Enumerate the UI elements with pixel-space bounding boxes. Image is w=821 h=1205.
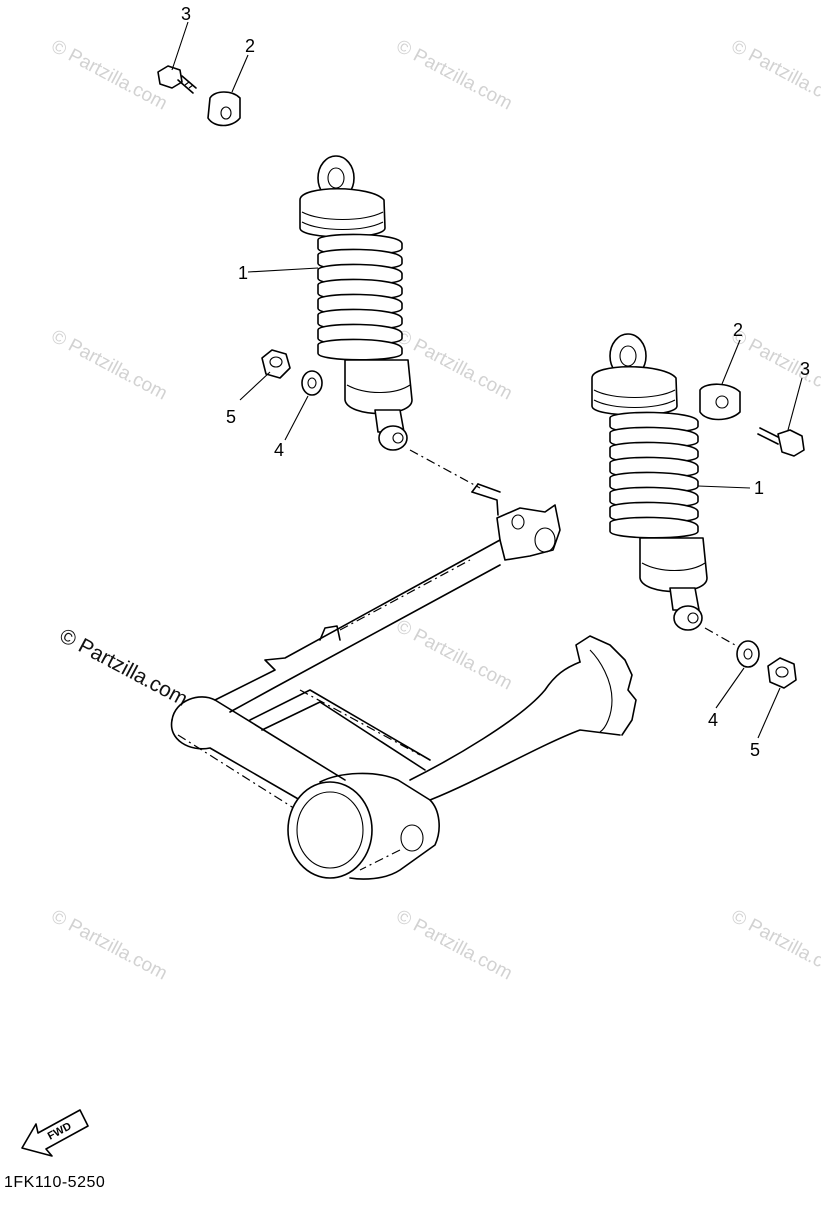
collar-icon — [699, 383, 741, 421]
watermark: © Partzilla.com — [728, 906, 821, 985]
watermark-prominent: © Partzilla.com — [56, 624, 192, 711]
assembly-line — [409, 449, 481, 489]
callout-shock-absorber: 1 — [754, 478, 764, 498]
watermark: © Partzilla.com — [393, 616, 516, 695]
spring-coil — [317, 338, 403, 361]
watermark: © Partzilla.com — [48, 326, 171, 405]
callout-collar: 2 — [733, 320, 743, 340]
callout-collar: 2 — [245, 36, 255, 56]
right-shock-absorber — [591, 333, 708, 631]
left-shock-absorber — [299, 155, 413, 451]
callout-washer: 4 — [274, 440, 284, 460]
fwd-arrow-icon: FWD — [21, 1109, 89, 1157]
callout-washer: 4 — [708, 710, 718, 730]
callout-nut: 5 — [750, 740, 760, 760]
leader-lines — [171, 21, 803, 739]
callout-bolt: 3 — [181, 4, 191, 24]
callout-shock-absorber: 1 — [238, 263, 248, 283]
washer-icon — [301, 370, 323, 396]
watermark: © Partzilla.com — [728, 36, 821, 115]
callout-bolt: 3 — [800, 359, 810, 379]
nut-icon — [261, 349, 291, 379]
watermark-layer: © Partzilla.com © Partzilla.com © Partzi… — [48, 36, 821, 985]
diagram-code: 1FK110-5250 — [4, 1174, 106, 1191]
callout-nut: 5 — [226, 407, 236, 427]
bolt-icon — [157, 65, 197, 94]
collar-icon — [207, 91, 241, 127]
watermark: © Partzilla.com — [393, 36, 516, 115]
assembly-line — [704, 627, 736, 646]
spring-coil — [609, 516, 699, 539]
washer-icon — [736, 640, 760, 668]
swingarm-drawing — [170, 483, 637, 880]
nut-icon — [767, 657, 797, 689]
watermark: © Partzilla.com — [48, 906, 171, 985]
bolt-icon — [757, 427, 805, 457]
watermark: © Partzilla.com — [48, 36, 171, 115]
watermark: © Partzilla.com — [393, 906, 516, 985]
